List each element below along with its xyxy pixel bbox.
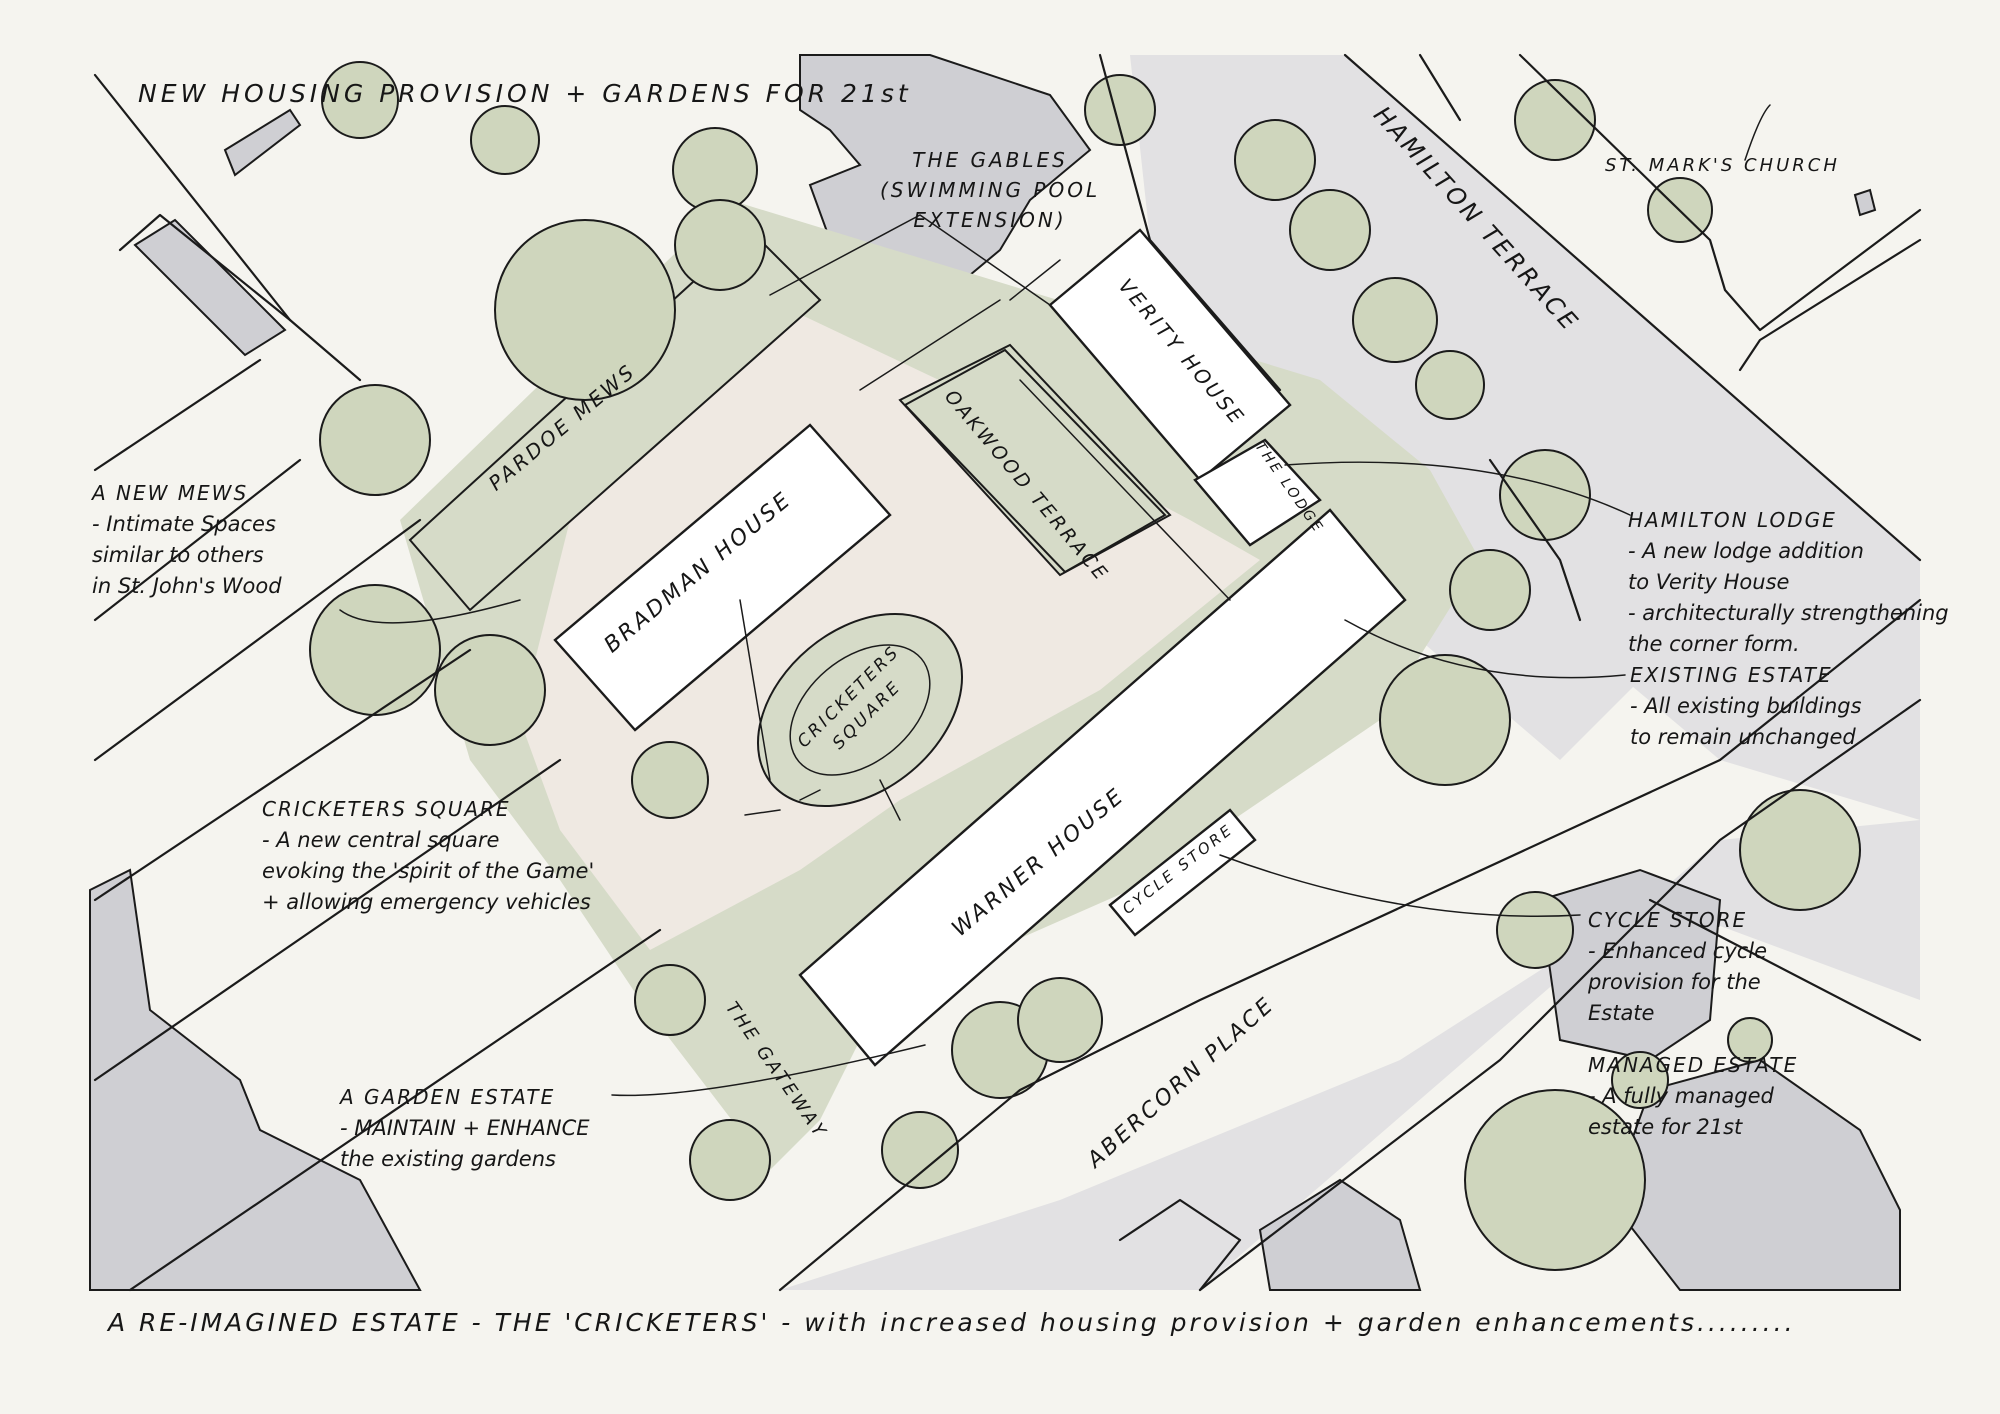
tree-2 [470, 105, 540, 175]
existing-estate-heading: EXISTING ESTATE [1630, 663, 1833, 687]
plan-caption: A RE-IMAGINED ESTATE - THE 'CRICKETERS' … [108, 1308, 1796, 1337]
garden-estate-heading: A GARDEN ESTATE [340, 1085, 556, 1109]
oakwood-terrace-outline [903, 348, 1167, 574]
tree-23 [631, 741, 709, 819]
the-gables-label: THE GABLES (SWIMMING POOL EXTENSION) [880, 145, 1100, 235]
neighbouring-buildings [89, 54, 1901, 1291]
the-gables-line-3: EXTENSION) [913, 208, 1067, 232]
managed-estate-line-1: - A fully managed [1588, 1084, 1774, 1108]
cycle-store-line-1: - Enhanced cycle [1588, 939, 1768, 963]
tree-28 [1017, 977, 1103, 1063]
tree-25 [689, 1119, 771, 1201]
building-southeast-1 [1538, 868, 1722, 1062]
hamilton-lodge-line-2: to Verity House [1628, 570, 1790, 594]
arrow-hamilton-lodge [1284, 461, 1631, 516]
tree-9 [1352, 277, 1438, 363]
tree-24 [634, 964, 706, 1036]
tree-16 [1464, 1089, 1646, 1271]
hamilton-lodge-line-3: - architecturally strengthening [1628, 601, 1949, 625]
cricketers-square-desc-1: - A new central square [262, 828, 500, 852]
arrow-st-marks [1744, 104, 1771, 161]
hamilton-lodge-heading: HAMILTON LODGE [1628, 508, 1837, 532]
tree-26 [881, 1111, 959, 1189]
tree-29 [1727, 1017, 1773, 1063]
managed-estate-line-2: estate for 21st [1588, 1115, 1743, 1139]
annotation-garden-estate: A GARDEN ESTATE - MAINTAIN + ENHANCE the… [340, 1082, 590, 1175]
verity-house-building [1048, 228, 1292, 482]
existing-estate-line-1: - All existing buildings [1630, 694, 1862, 718]
annotation-managed-estate: MANAGED ESTATE - A fully managed estate … [1588, 1050, 1798, 1143]
cricketers-square-inner [789, 644, 931, 776]
the-gables-line-2: (SWIMMING POOL [880, 178, 1101, 202]
church-small [1853, 188, 1877, 217]
annotation-cricketers-square: CRICKETERS SQUARE - A new central square… [262, 794, 594, 918]
cricketers-square-desc-2: evoking the 'spirit of the Game' [262, 859, 595, 883]
tree-21 [494, 219, 676, 401]
tree-12 [1449, 549, 1531, 631]
building-south-1 [1258, 1178, 1422, 1291]
the-lodge-building [1193, 438, 1322, 547]
bradman-house-building [553, 423, 892, 732]
cycle-store-line-3: Estate [1588, 1001, 1655, 1025]
new-mews-line-3: in St. John's Wood [92, 574, 282, 598]
cycle-store-heading: CYCLE STORE [1588, 908, 1748, 932]
annotation-existing-estate: EXISTING ESTATE - All existing buildings… [1630, 660, 1862, 753]
tree-14 [1739, 789, 1861, 911]
tree-22 [674, 199, 766, 291]
plan-title: NEW HOUSING PROVISION + GARDENS FOR 21st [138, 79, 912, 108]
building-southwest [89, 868, 422, 1291]
annotation-cycle-store: CYCLE STORE - Enhanced cycle provision f… [1588, 905, 1767, 1029]
oakwood-terrace-garden [898, 343, 1172, 577]
new-mews-line-1: - Intimate Spaces [92, 512, 276, 536]
managed-estate-heading: MANAGED ESTATE [1588, 1053, 1799, 1077]
cricketers-square-desc-3: + allowing emergency vehicles [262, 890, 591, 914]
garden-estate-line-1: - MAINTAIN + ENHANCE [340, 1116, 590, 1140]
leader-arrows [339, 104, 1771, 1097]
tree-18 [319, 384, 431, 496]
hamilton-lodge-line-1: - A new lodge addition [1628, 539, 1864, 563]
tree-4 [1084, 74, 1156, 146]
hamilton-lodge-line-4: the corner form. [1628, 632, 1800, 656]
trees [309, 61, 1861, 1271]
tree-10 [1415, 350, 1485, 420]
arrow-new-mews [339, 599, 521, 624]
arrow-existing-estate [1344, 619, 1626, 679]
street-lines [93, 53, 1922, 1292]
tree-6 [1514, 79, 1596, 161]
existing-estate-line-2: to remain unchanged [1630, 725, 1856, 749]
arrow-cycle-store [1219, 854, 1581, 917]
new-mews-line-2: similar to others [92, 543, 264, 567]
cricketers-square-green [756, 612, 964, 808]
annotation-hamilton-lodge: HAMILTON LODGE - A new lodge addition to… [1628, 505, 1949, 660]
estate-buildings [553, 228, 1407, 1067]
tree-15 [1496, 891, 1574, 969]
tree-19 [309, 584, 441, 716]
tree-8 [1289, 189, 1371, 271]
tree-5 [1234, 119, 1316, 201]
tree-17 [1611, 1051, 1669, 1109]
site-details [739, 214, 1231, 821]
warner-house-building [798, 508, 1407, 1067]
cricketers-square-heading: CRICKETERS SQUARE [262, 797, 511, 821]
st-marks-church-label: ST. MARK'S CHURCH [1605, 155, 1840, 176]
annotation-new-mews: A NEW MEWS - Intimate Spaces similar to … [92, 478, 282, 602]
cycle-store-line-2: provision for the [1588, 970, 1761, 994]
building-west-1 [133, 218, 287, 357]
cycle-store-building [1108, 808, 1257, 937]
tree-20 [434, 634, 546, 746]
garden-estate-line-2: the existing gardens [340, 1147, 556, 1171]
new-mews-heading: A NEW MEWS [92, 481, 249, 505]
tree-13 [1379, 654, 1511, 786]
arrow-garden-estate [611, 1044, 926, 1097]
tree-1 [321, 61, 399, 139]
the-gables-line-1: THE GABLES [912, 148, 1068, 172]
building-west-2 [223, 108, 302, 177]
